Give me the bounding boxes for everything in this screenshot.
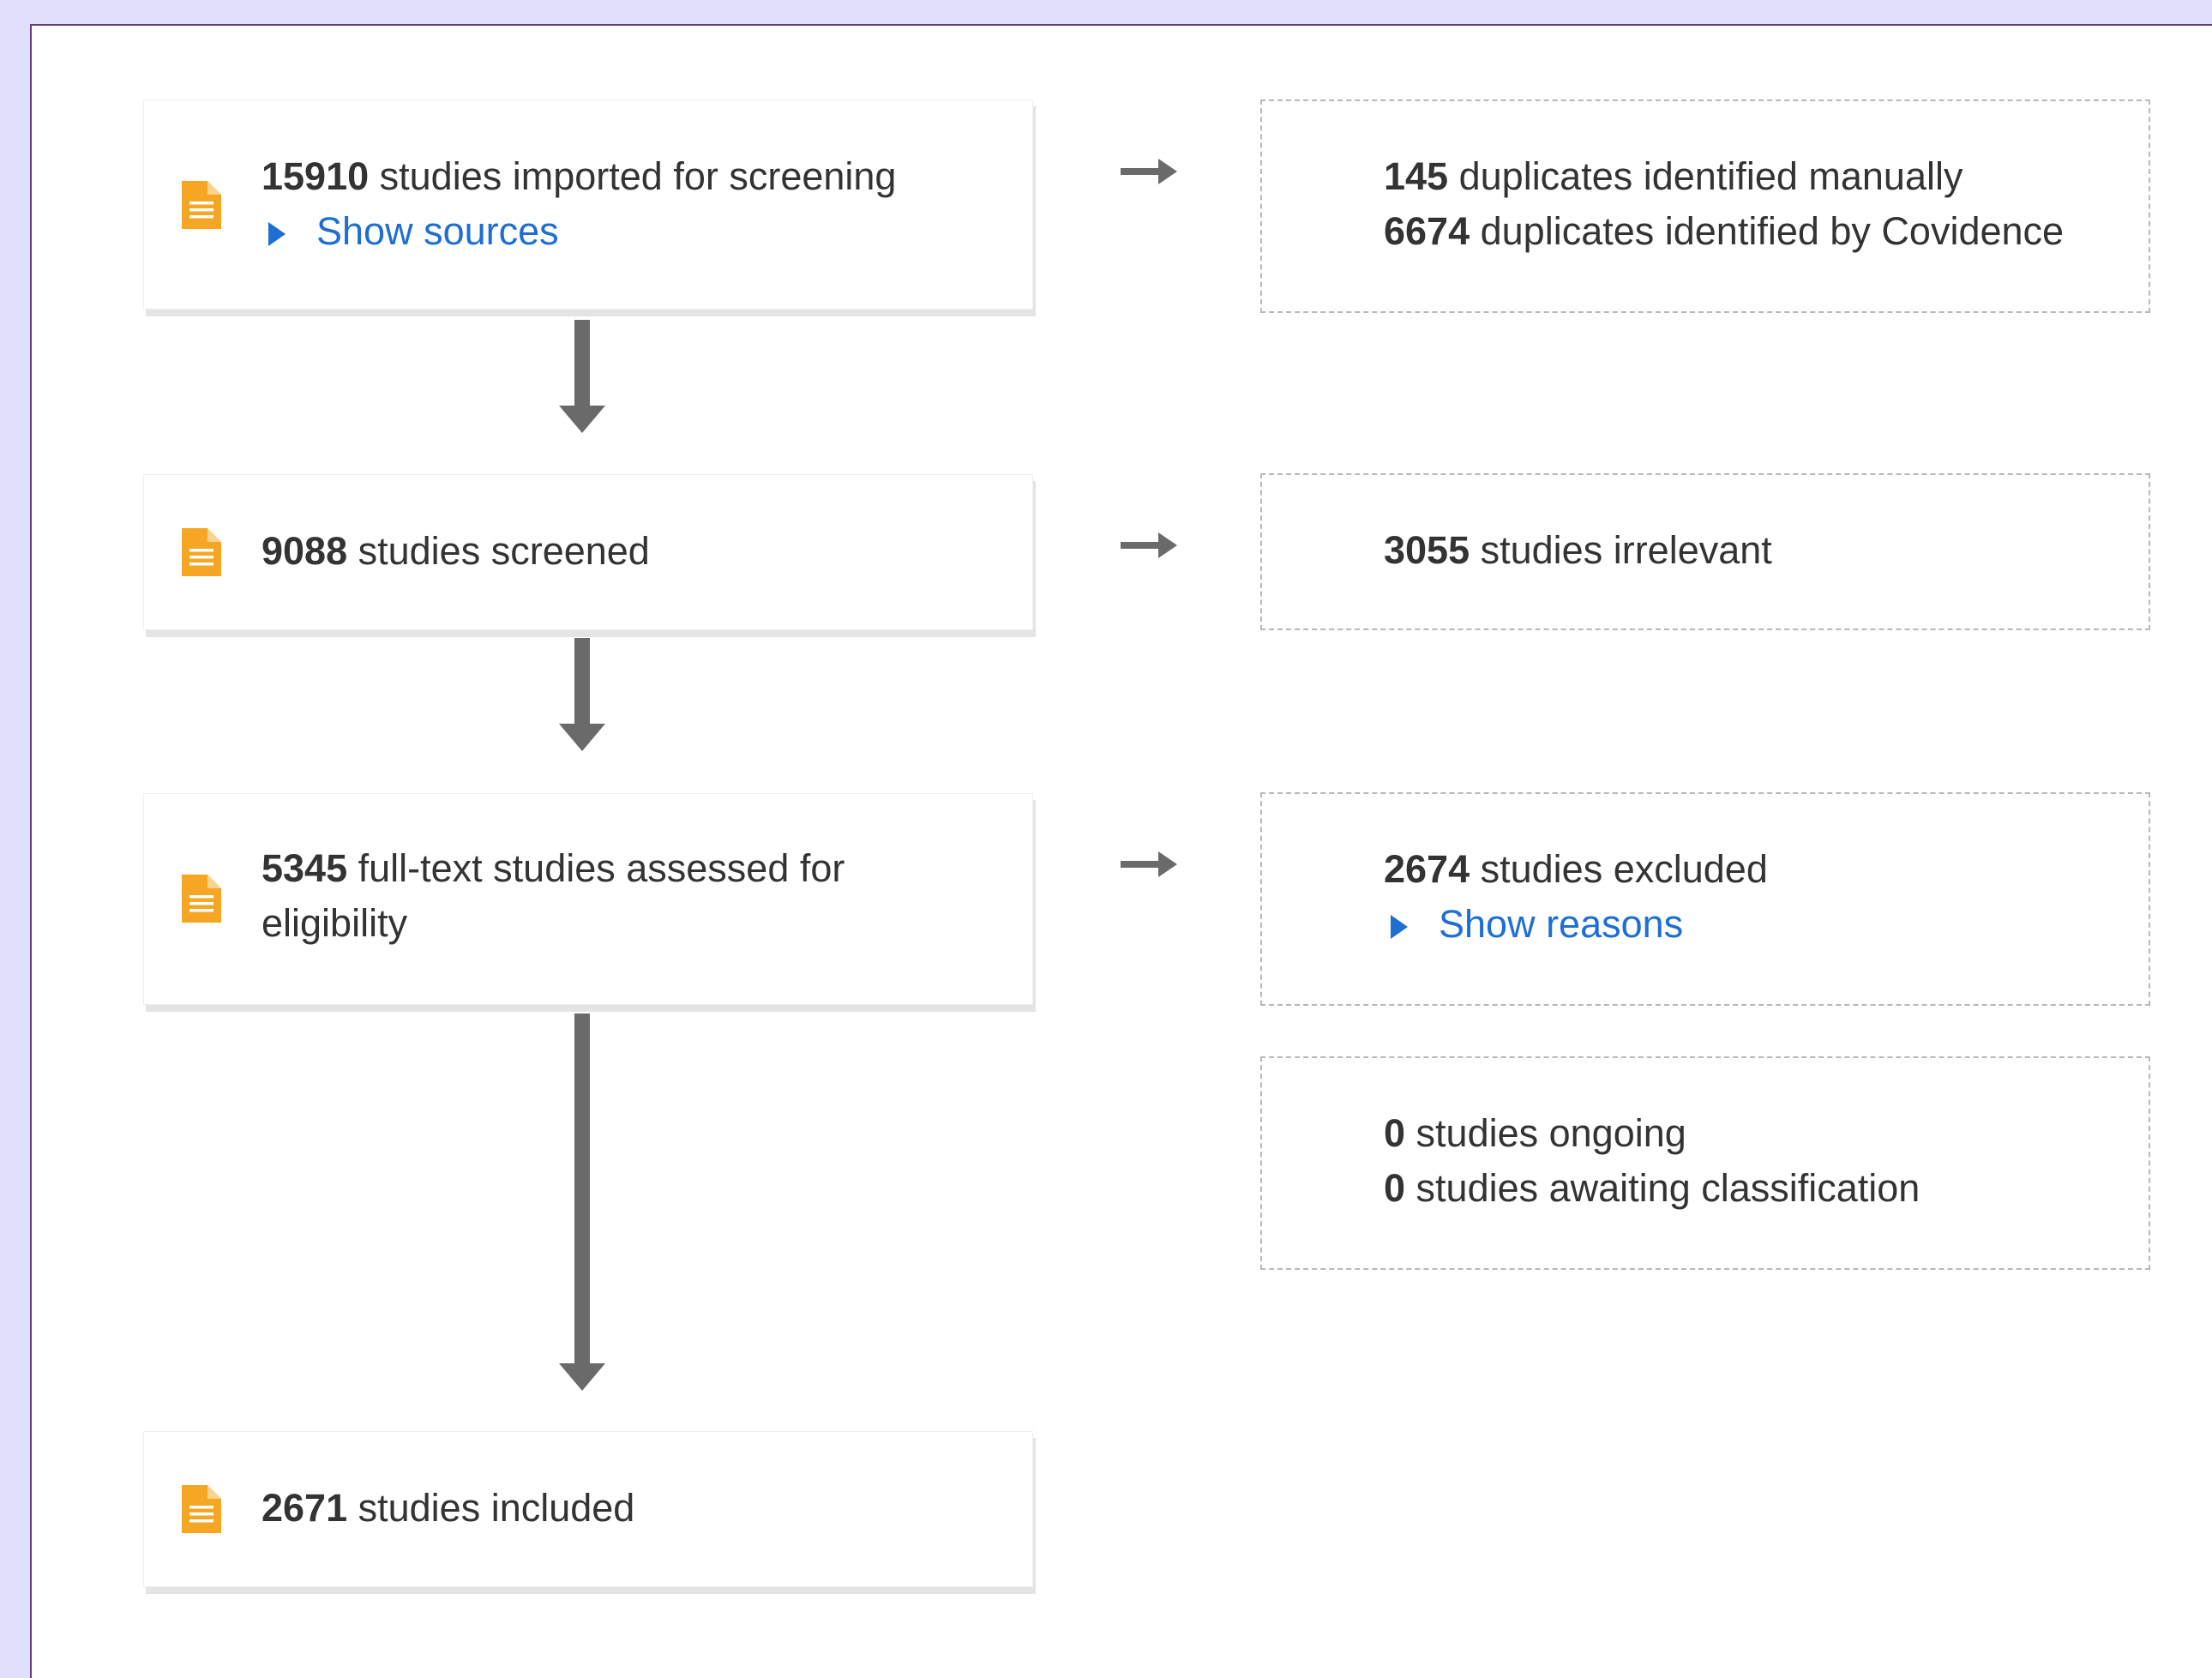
right-arrow-icon: [1121, 851, 1177, 877]
screened-count: 9088: [261, 529, 348, 573]
imported-box: 15910 studies imported for screening Sho…: [143, 99, 1033, 310]
excluded-count: 2674: [1384, 847, 1470, 891]
show-reasons-toggle[interactable]: Show reasons: [1384, 897, 1768, 952]
irrelevant-count: 3055: [1384, 528, 1470, 572]
excluded-label: studies excluded: [1480, 847, 1768, 891]
show-reasons-label: Show reasons: [1439, 902, 1684, 946]
duplicates-text: 145 duplicates identified manually 6674 …: [1384, 149, 2064, 259]
show-sources-toggle[interactable]: Show sources: [261, 204, 896, 259]
ongoing-count: 0: [1384, 1111, 1406, 1155]
screened-text: 9088 studies screened: [261, 524, 650, 579]
down-arrow-icon: [559, 320, 605, 433]
irrelevant-text: 3055 studies irrelevant: [1384, 523, 1772, 578]
caret-right-icon: [268, 222, 286, 246]
show-sources-label: Show sources: [316, 209, 559, 253]
irrelevant-box: 3055 studies irrelevant: [1260, 473, 2150, 630]
screened-label: studies screened: [358, 529, 650, 573]
ongoing-label: studies ongoing: [1416, 1111, 1686, 1155]
screened-box: 9088 studies screened: [143, 474, 1033, 630]
prisma-flow-panel: 15910 studies imported for screening Sho…: [30, 24, 2212, 1678]
imported-text: 15910 studies imported for screening Sho…: [261, 149, 896, 259]
assessed-box: 5345 full-text studies assessed for elig…: [143, 793, 1033, 1005]
document-icon: [182, 528, 221, 576]
ongoing-awaiting-text: 0 studies ongoing 0 studies awaiting cla…: [1384, 1106, 1920, 1216]
down-arrow-icon: [559, 1013, 605, 1391]
excluded-box: 2674 studies excluded Show reasons: [1260, 792, 2150, 1006]
included-text: 2671 studies included: [261, 1481, 634, 1536]
included-count: 2671: [261, 1486, 348, 1530]
included-label: studies included: [358, 1486, 635, 1530]
awaiting-count: 0: [1384, 1166, 1406, 1210]
caret-right-icon: [1391, 915, 1408, 939]
down-arrow-icon: [559, 638, 605, 751]
right-arrow-icon: [1121, 532, 1177, 558]
imported-label: studies imported for screening: [379, 154, 897, 198]
assessed-label: full-text studies assessed for eligibili…: [261, 846, 845, 945]
document-icon: [182, 181, 221, 229]
right-arrow-icon: [1121, 159, 1177, 184]
awaiting-label: studies awaiting classification: [1416, 1166, 1920, 1210]
document-icon: [182, 1485, 221, 1533]
assessed-count: 5345: [261, 846, 348, 890]
duplicates-covidence-label: duplicates identified by Covidence: [1480, 209, 2065, 253]
duplicates-box: 145 duplicates identified manually 6674 …: [1260, 99, 2150, 313]
document-icon: [182, 875, 221, 923]
ongoing-awaiting-box: 0 studies ongoing 0 studies awaiting cla…: [1260, 1056, 2150, 1270]
assessed-text: 5345 full-text studies assessed for elig…: [261, 841, 999, 951]
irrelevant-label: studies irrelevant: [1480, 528, 1772, 572]
included-box: 2671 studies included: [143, 1431, 1033, 1587]
duplicates-manual-count: 145: [1384, 154, 1449, 198]
duplicates-manual-label: duplicates identified manually: [1458, 154, 1963, 198]
duplicates-covidence-count: 6674: [1384, 209, 1470, 253]
imported-count: 15910: [261, 154, 370, 198]
excluded-text: 2674 studies excluded Show reasons: [1384, 842, 1768, 952]
